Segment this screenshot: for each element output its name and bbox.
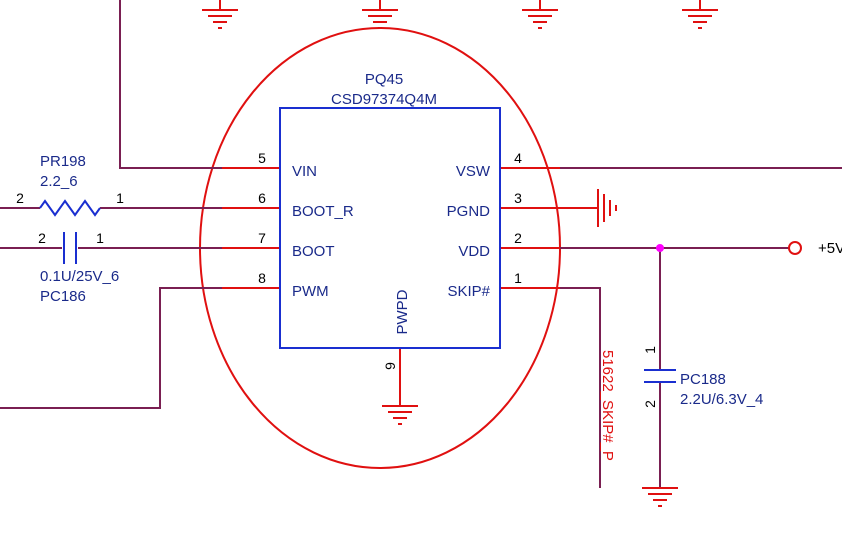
cap-boot-pin-1: 1 xyxy=(96,230,104,246)
pin-name-skip: SKIP# xyxy=(447,283,490,300)
cap-boot-pin-2: 2 xyxy=(38,230,46,246)
pin-name-vdd: VDD xyxy=(458,243,490,260)
ground-symbol-pgnd xyxy=(597,189,617,227)
capacitor-pc186[interactable] xyxy=(63,232,77,264)
capacitor-pc188[interactable] xyxy=(644,369,676,383)
pin-name-pgnd: PGND xyxy=(447,203,491,220)
cap-boot-value: 0.1U/25V_6 xyxy=(40,268,119,285)
pin-num-4: 4 xyxy=(514,150,522,166)
cap-boot-ref: PC186 xyxy=(40,288,86,305)
ic-part-label: CSD97374Q4M xyxy=(331,91,437,108)
net-label-skip: 51622_SKIP#_P xyxy=(599,350,616,461)
ground-symbol-top-4 xyxy=(682,0,718,29)
ic-body[interactable] xyxy=(279,107,501,349)
net-label-5v: +5V xyxy=(818,240,842,257)
ic-ref-label: PQ45 xyxy=(365,71,403,88)
pin-name-vin: VIN xyxy=(292,163,317,180)
pin-name-pwm: PWM xyxy=(292,283,329,300)
cap-vdd-pin-2: 2 xyxy=(642,400,658,408)
ground-symbol-pc188 xyxy=(642,487,678,507)
ground-symbol-top-3 xyxy=(522,0,558,29)
pin-num-5: 5 xyxy=(258,150,266,166)
pin-name-boot: BOOT xyxy=(292,243,335,260)
resistor-ref: PR198 xyxy=(40,153,86,170)
net-port-5v[interactable] xyxy=(788,241,802,255)
ground-symbol-pwpd xyxy=(382,405,418,425)
resistor-pr198[interactable] xyxy=(39,199,101,217)
pin-num-1: 1 xyxy=(514,270,522,286)
resistor-pin-2: 2 xyxy=(16,190,24,206)
wires xyxy=(0,0,842,488)
cap-vdd-ref: PC188 xyxy=(680,371,726,388)
cap-vdd-pin-1: 1 xyxy=(642,346,658,354)
pin-name-boot-r: BOOT_R xyxy=(292,203,354,220)
pin-num-6: 6 xyxy=(258,190,266,206)
pin-num-9: 9 xyxy=(382,362,398,370)
pin-name-pwpd: PWPD xyxy=(394,289,411,334)
pin-num-3: 3 xyxy=(514,190,522,206)
pin-num-2: 2 xyxy=(514,230,522,246)
resistor-pin-1: 1 xyxy=(116,190,124,206)
pin-num-7: 7 xyxy=(258,230,266,246)
resistor-value: 2.2_6 xyxy=(40,173,78,190)
cap-vdd-value: 2.2U/6.3V_4 xyxy=(680,391,763,408)
ground-symbol-top-2 xyxy=(362,0,398,29)
pin-name-vsw: VSW xyxy=(456,163,491,180)
pin-lines xyxy=(222,167,598,406)
ground-symbol-top-1 xyxy=(202,0,238,29)
pin-num-8: 8 xyxy=(258,270,266,286)
junction-dot xyxy=(656,244,664,252)
